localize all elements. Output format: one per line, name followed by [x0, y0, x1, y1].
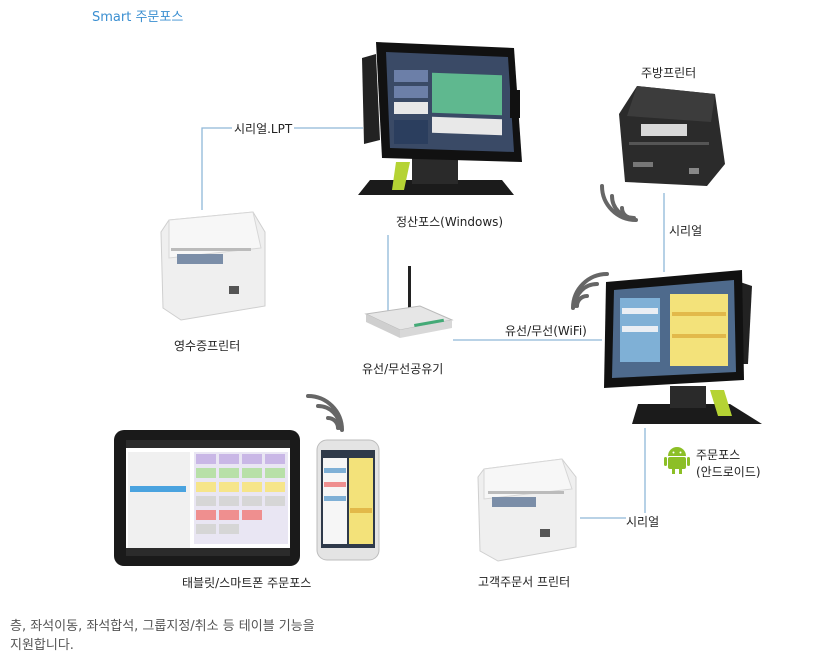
customer-printer-label: 고객주문서 프린터	[478, 573, 571, 590]
page-title: Smart 주문포스	[92, 10, 184, 25]
wireless-signal-icon	[600, 184, 638, 222]
tablet-device	[114, 430, 300, 566]
serial-lpt-label: 시리얼.LPT	[232, 120, 295, 137]
settle-pos-terminal	[358, 42, 522, 195]
wireless-signal-icon	[571, 272, 609, 310]
android-icon	[664, 447, 690, 474]
caption: 층, 좌석이동, 좌석합석, 그룹지정/취소 등 테이블 기능을 지원합니다.	[10, 617, 410, 655]
caption-line-1: 층, 좌석이동, 좌석합석, 그룹지정/취소 등 테이블 기능을	[10, 619, 315, 634]
router-label: 유선/무선공유기	[362, 360, 444, 377]
order-pos-terminal	[604, 270, 762, 424]
customer-printer	[477, 458, 577, 562]
wireless-signal-icon	[306, 394, 344, 432]
smartphone-device	[316, 439, 380, 561]
order-pos-sublabel: (안드로이드)	[696, 463, 761, 480]
line-serial-lpt	[201, 127, 363, 210]
receipt-printer-label: 영수증프린터	[174, 337, 241, 354]
settle-pos-label: 정산포스(Windows)	[396, 213, 504, 230]
wired-wireless-label: 유선/무선(WiFi)	[505, 324, 587, 338]
tablet-smartphone-label: 태블릿/스마트폰 주문포스	[182, 574, 312, 591]
kitchen-printer-label: 주방프린터	[641, 64, 697, 81]
kitchen-printer	[619, 86, 725, 186]
caption-line-2: 지원합니다.	[10, 638, 74, 653]
serial-customer-label: 시리얼	[626, 513, 660, 530]
router	[364, 266, 454, 338]
receipt-printer	[160, 211, 266, 321]
order-pos-label: 주문포스	[696, 446, 741, 463]
serial-kitchen-label: 시리얼	[669, 222, 703, 239]
